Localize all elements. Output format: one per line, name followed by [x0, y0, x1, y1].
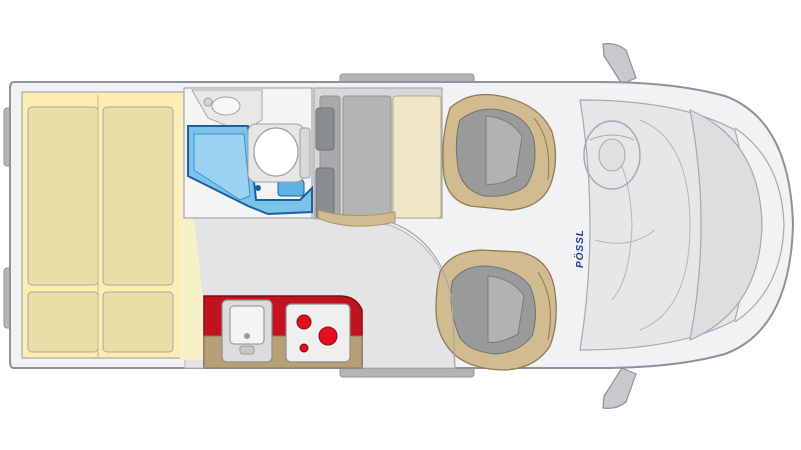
toilet-icon — [247, 123, 311, 183]
side-mirror-icon — [602, 43, 637, 85]
passenger-seat-icon — [435, 249, 557, 371]
side-mirror-icon — [602, 367, 637, 409]
rear-bed-icon — [21, 91, 210, 360]
brand-wordmark: PÖSSL — [573, 229, 586, 268]
bathroom — [183, 87, 313, 219]
cab-divider — [389, 221, 456, 369]
kitchen-sink-icon — [221, 299, 273, 363]
steering-wheel-icon — [583, 120, 641, 190]
two-burner-hob-icon — [285, 303, 351, 363]
brand-logo: PÖSSL — [573, 229, 586, 268]
dashboard-icon — [579, 99, 785, 351]
bathroom-washbasin-icon — [191, 89, 263, 133]
kitchen — [203, 295, 363, 369]
dinette-bench-icon — [313, 87, 443, 227]
driver-seat-icon — [442, 93, 557, 211]
